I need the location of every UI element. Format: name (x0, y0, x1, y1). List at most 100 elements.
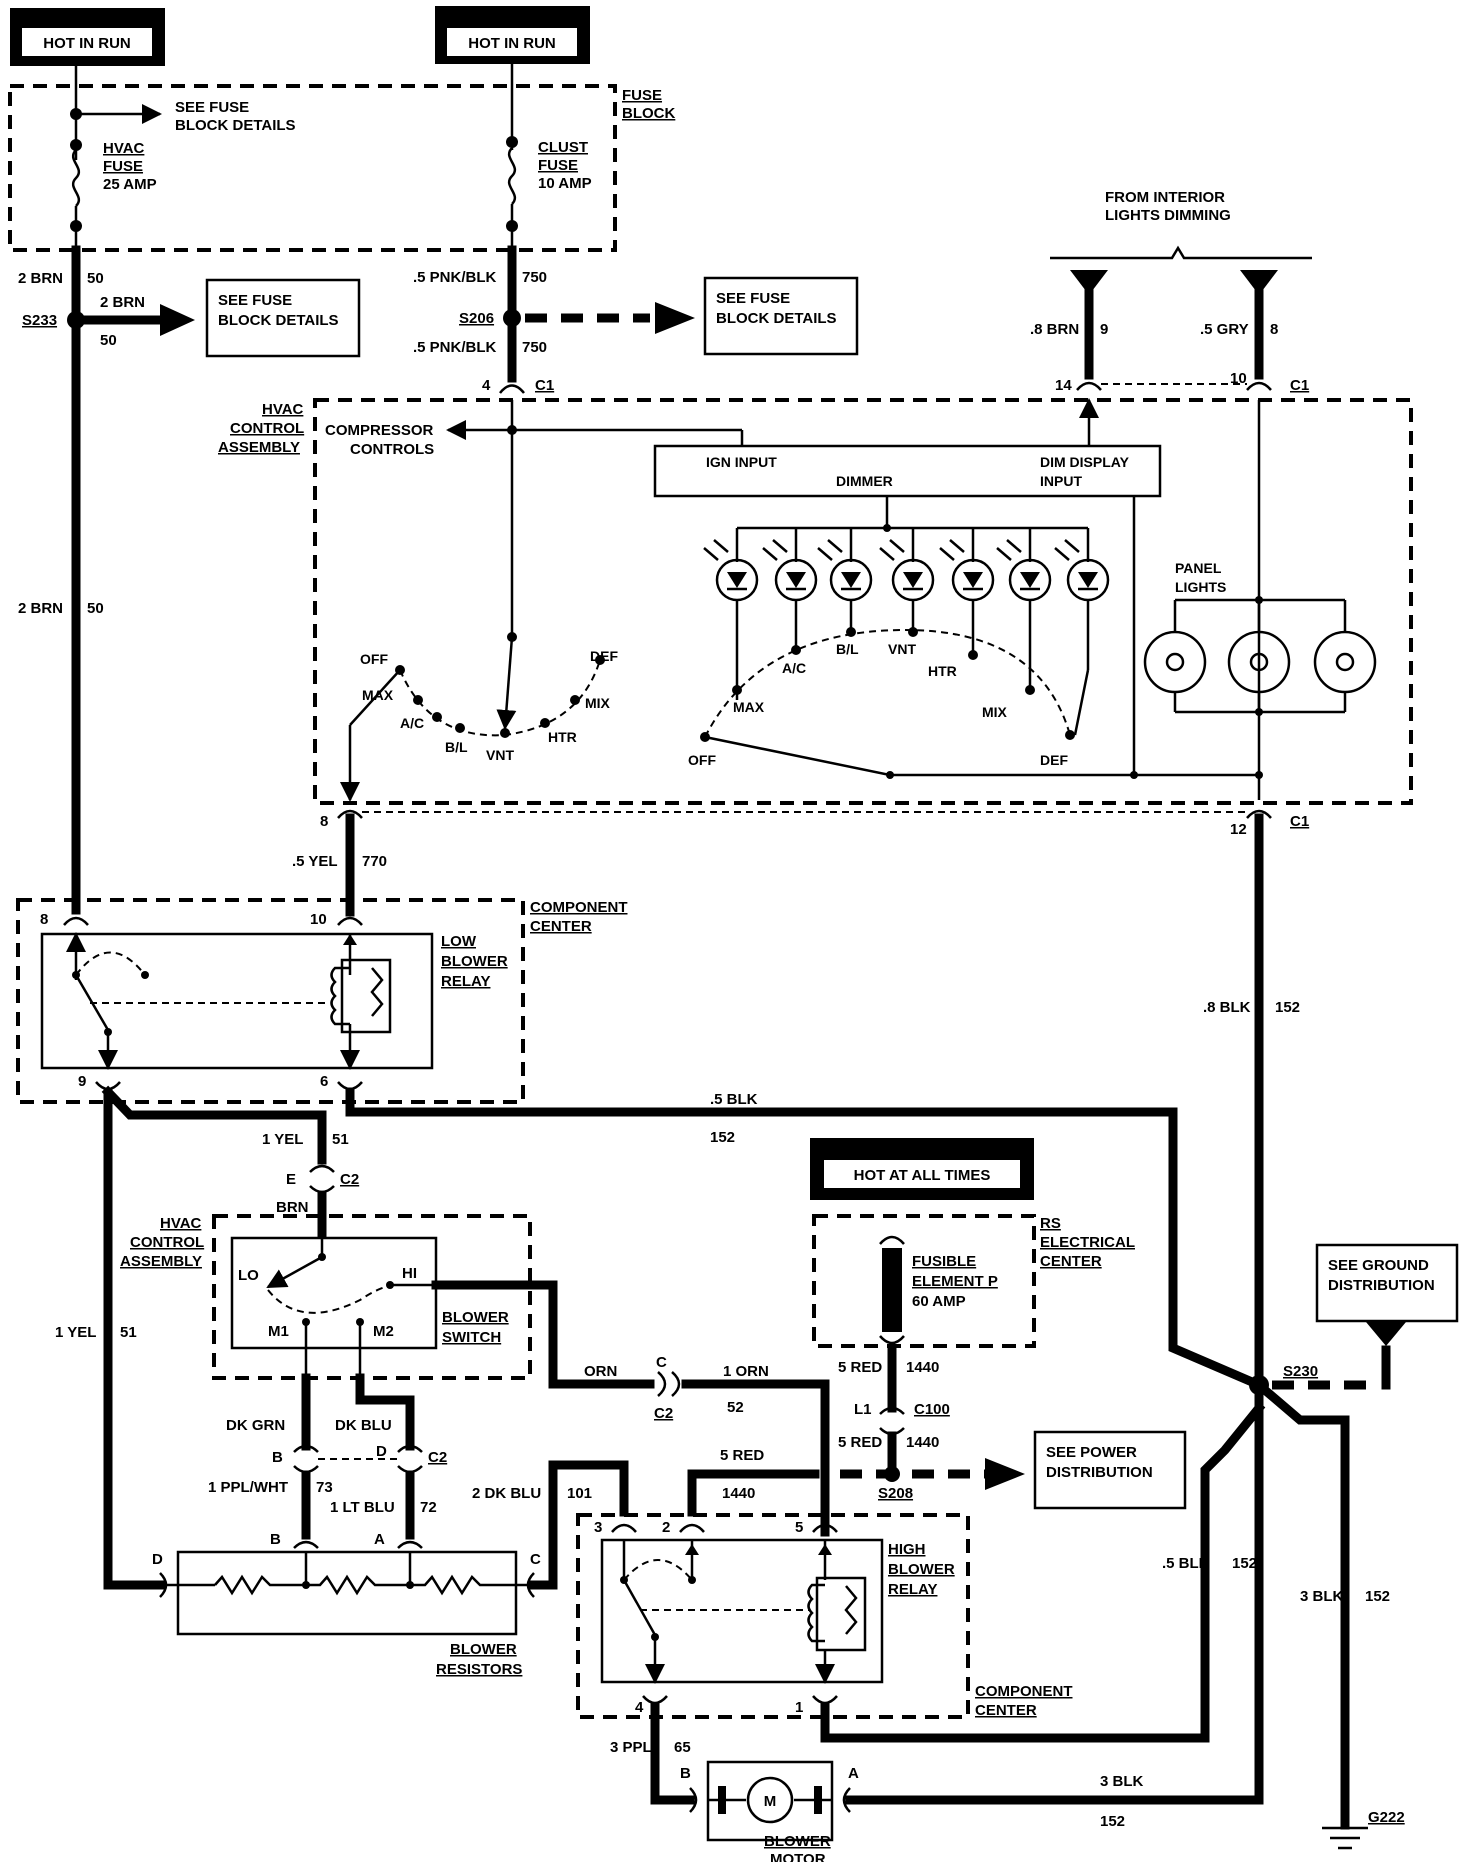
svg-text:1 PPL/WHT: 1 PPL/WHT (208, 1479, 288, 1496)
svg-text:SEE GROUND: SEE GROUND (1328, 1257, 1429, 1274)
svg-text:HVAC: HVAC (103, 140, 145, 157)
svg-text:A/C: A/C (782, 660, 806, 676)
svg-text:25 AMP: 25 AMP (103, 176, 157, 193)
hvac-fuse-icon (71, 149, 81, 207)
svg-text:CONTROL: CONTROL (130, 1234, 204, 1251)
svg-text:2 DK BLU: 2 DK BLU (472, 1485, 541, 1502)
svg-text:A/C: A/C (400, 715, 424, 731)
svg-text:3 BLK: 3 BLK (1300, 1588, 1344, 1605)
svg-text:5: 5 (795, 1519, 803, 1536)
svg-text:RELAY: RELAY (441, 973, 490, 990)
svg-text:14: 14 (1055, 377, 1072, 394)
svg-text:VNT: VNT (486, 747, 514, 763)
svg-text:DISTRIBUTION: DISTRIBUTION (1046, 1464, 1153, 1481)
svg-text:5 RED: 5 RED (838, 1359, 882, 1376)
svg-text:S230: S230 (1283, 1363, 1318, 1380)
svg-text:BLOCK DETAILS: BLOCK DETAILS (175, 117, 296, 134)
hot-in-run-box-2: HOT IN RUN (435, 6, 590, 64)
svg-text:DEF: DEF (590, 648, 618, 664)
svg-text:ASSEMBLY: ASSEMBLY (218, 439, 300, 456)
svg-text:770: 770 (362, 853, 387, 870)
svg-text:HTR: HTR (548, 729, 577, 745)
svg-text:750: 750 (522, 269, 547, 286)
blower-resistors (176, 1550, 518, 1636)
svg-text:2 BRN: 2 BRN (18, 270, 63, 287)
hvac-control-assembly-boundary (313, 398, 1413, 805)
svg-text:ASSEMBLY: ASSEMBLY (120, 1253, 202, 1270)
svg-text:M2: M2 (373, 1323, 394, 1340)
svg-text:.8 BLK: .8 BLK (1203, 999, 1251, 1016)
led-icon (996, 528, 1052, 690)
svg-text:E: E (286, 1171, 296, 1188)
svg-text:750: 750 (522, 339, 547, 356)
svg-text:BRN: BRN (276, 1199, 309, 1216)
led-indicator-row (703, 528, 1110, 736)
svg-text:HIGH: HIGH (888, 1541, 926, 1558)
fuse-block-boundary (8, 84, 617, 252)
svg-text:12: 12 (1230, 821, 1247, 838)
motor-icon (746, 1776, 794, 1824)
svg-text:B: B (272, 1449, 283, 1466)
svg-text:50: 50 (87, 270, 104, 287)
lamp-icon (1143, 600, 1207, 712)
resistor-icon (214, 1574, 534, 1596)
led-icon (939, 528, 995, 655)
svg-text:ELEMENT P: ELEMENT P (912, 1273, 998, 1290)
svg-text:2 BRN: 2 BRN (100, 294, 145, 311)
relay-coil-icon (807, 1583, 825, 1643)
svg-text:B/L: B/L (836, 641, 859, 657)
svg-text:C2: C2 (428, 1449, 447, 1466)
svg-text:CENTER: CENTER (1040, 1253, 1102, 1270)
svg-text:FUSIBLE: FUSIBLE (912, 1253, 976, 1270)
svg-text:FUSE: FUSE (103, 158, 143, 175)
see-ground-box (1315, 1243, 1459, 1323)
svg-text:9: 9 (78, 1073, 86, 1090)
svg-text:BLOWER: BLOWER (450, 1641, 517, 1658)
svg-text:73: 73 (316, 1479, 333, 1496)
svg-text:VNT: VNT (888, 641, 916, 657)
svg-text:M1: M1 (268, 1323, 289, 1340)
svg-text:9: 9 (1100, 321, 1108, 338)
svg-text:B: B (680, 1765, 691, 1782)
svg-text:HTR: HTR (928, 663, 957, 679)
svg-text:SWITCH: SWITCH (442, 1329, 501, 1346)
svg-text:5 RED: 5 RED (720, 1447, 764, 1464)
svg-text:D: D (376, 1443, 387, 1460)
svg-text:G222: G222 (1368, 1809, 1405, 1826)
svg-text:BLOWER: BLOWER (888, 1561, 955, 1578)
mode-selector: OFF MAX A/C B/L VNT HTR MIX DEF (360, 648, 618, 763)
ground-icon (1322, 1826, 1368, 1850)
svg-text:.5 YEL: .5 YEL (292, 853, 338, 870)
led-selector: MAX A/C B/L VNT HTR MIX DEF OFF (688, 627, 1075, 768)
svg-text:3 PPL: 3 PPL (610, 1739, 652, 1756)
fuse-block-title: FUSE (622, 87, 662, 104)
svg-text:BLOWER: BLOWER (764, 1833, 831, 1850)
svg-text:50: 50 (87, 600, 104, 617)
svg-text:MAX: MAX (733, 699, 765, 715)
hot-in-run-box-1: HOT IN RUN (10, 8, 165, 66)
svg-text:B/L: B/L (445, 739, 468, 755)
svg-text:51: 51 (332, 1131, 349, 1148)
svg-text:ORN: ORN (584, 1363, 617, 1380)
clust-fuse-icon (507, 147, 517, 205)
hvac-control-assembly-boundary-2 (212, 1214, 532, 1380)
svg-text:6: 6 (320, 1073, 328, 1090)
svg-text:CONTROL: CONTROL (230, 420, 304, 437)
svg-text:152: 152 (1232, 1555, 1257, 1572)
svg-text:.8 BRN: .8 BRN (1030, 321, 1079, 338)
svg-text:SEE FUSE: SEE FUSE (175, 99, 249, 116)
component-center-boundary-2 (576, 1513, 970, 1719)
svg-text:52: 52 (727, 1399, 744, 1416)
svg-text:BLOCK: BLOCK (622, 105, 675, 122)
svg-text:3: 3 (594, 1519, 602, 1536)
svg-text:A: A (374, 1531, 385, 1548)
led-icon (762, 528, 818, 650)
svg-text:CLUST: CLUST (538, 139, 588, 156)
svg-text:COMPRESSOR: COMPRESSOR (325, 422, 434, 439)
svg-text:C1: C1 (535, 377, 554, 394)
see-fuse-box-a (205, 278, 361, 358)
svg-text:COMPONENT: COMPONENT (530, 899, 628, 916)
svg-text:L1: L1 (854, 1401, 872, 1418)
svg-text:SEE POWER: SEE POWER (1046, 1444, 1137, 1461)
